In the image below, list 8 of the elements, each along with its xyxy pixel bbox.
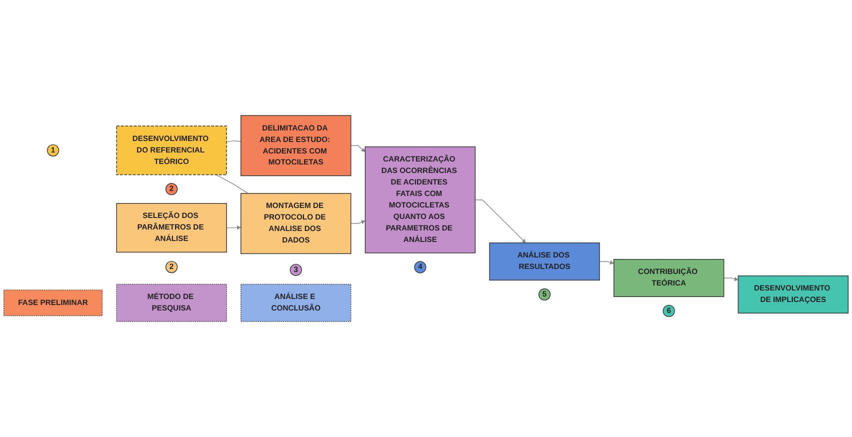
arrow	[474, 200, 526, 244]
arrow	[350, 145, 366, 152]
connector	[216, 174, 248, 194]
arrow	[724, 276, 738, 281]
arrow	[599, 260, 614, 264]
connector	[226, 140, 242, 142]
arrow	[350, 220, 366, 224]
arrow	[226, 225, 242, 230]
